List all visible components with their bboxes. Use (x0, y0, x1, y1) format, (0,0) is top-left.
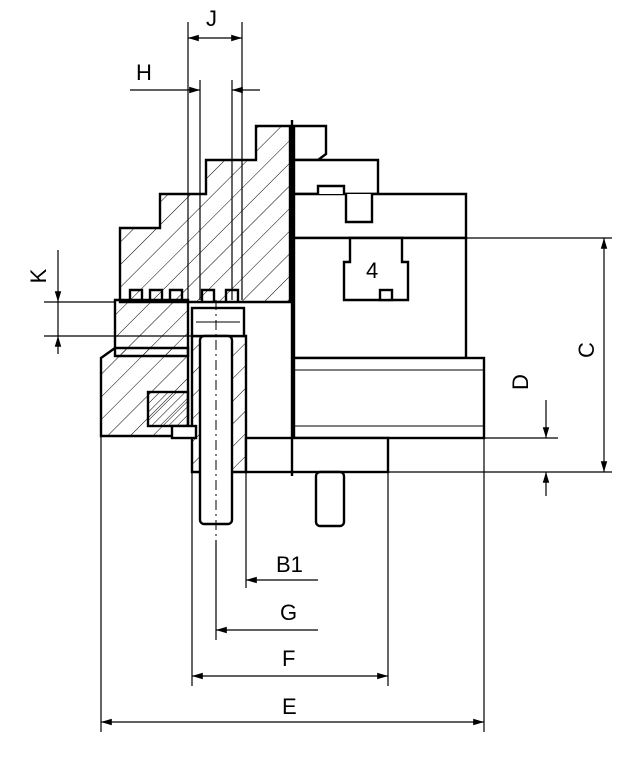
chuck-body-outside (244, 120, 486, 528)
label-D: D (508, 374, 533, 390)
label-J: J (206, 6, 217, 31)
label-E: E (282, 694, 297, 719)
jaw-number-label: 4 (366, 258, 378, 283)
label-F: F (282, 646, 295, 671)
label-K: K (26, 268, 51, 283)
dimension-lines (44, 22, 612, 732)
label-H: H (136, 60, 152, 85)
label-B1: B1 (276, 552, 303, 577)
label-C: C (574, 342, 599, 358)
chuck-body-section (99, 124, 292, 474)
mounting-bolt (190, 300, 246, 540)
label-G: G (280, 600, 297, 625)
